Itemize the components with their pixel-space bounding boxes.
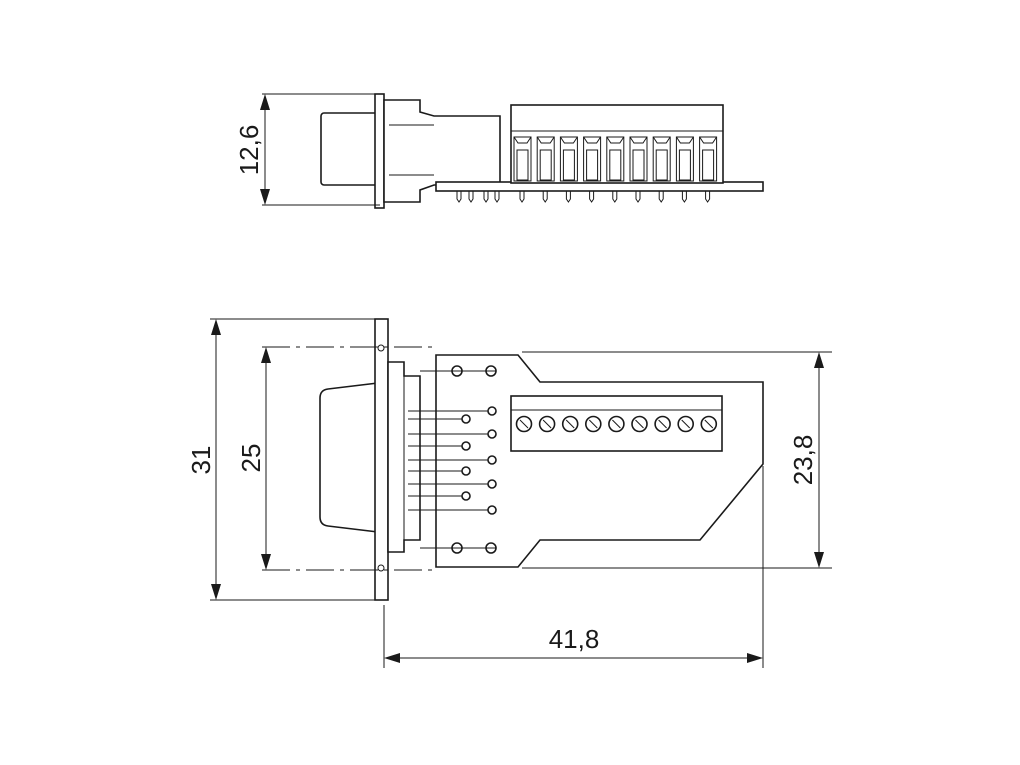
dim-label-31: 31	[186, 446, 216, 475]
terminal-slot-side	[559, 136, 578, 182]
pcb-pin	[705, 191, 711, 203]
pcb-pin	[635, 191, 641, 203]
terminal-screw	[515, 415, 533, 433]
terminal-screw	[700, 415, 718, 433]
terminal-slot-side	[652, 136, 671, 182]
dimension-31: 31	[186, 319, 221, 600]
wire-leads	[408, 370, 491, 549]
pcb-pin	[658, 191, 664, 203]
terminal-slot-side	[629, 136, 648, 182]
pcb-pin	[542, 191, 548, 203]
terminal-slot-side	[675, 136, 694, 182]
dimension-41-8: 41,8	[384, 624, 763, 663]
terminal-screw	[654, 415, 671, 433]
flange-side	[374, 93, 385, 209]
terminal-slot-side	[536, 136, 555, 182]
pcb-pin	[519, 191, 525, 203]
dimension-12-6: 12,6	[234, 93, 380, 206]
side-view: 12,6	[234, 93, 764, 209]
terminal-slots-side	[513, 136, 718, 182]
pcb-pin	[681, 191, 687, 203]
dim-label-25: 25	[236, 444, 266, 473]
terminal-screw	[561, 415, 579, 433]
flange-top	[374, 318, 389, 601]
pcb-pin	[589, 191, 595, 203]
terminal-screw	[538, 415, 556, 433]
terminal-slot-side	[583, 136, 602, 182]
pcb-outline-top	[435, 354, 764, 568]
terminal-slot-side	[606, 136, 625, 182]
pcb-pin	[468, 191, 474, 203]
dimension-25: 25	[236, 347, 271, 570]
dimension-23-8: 23,8	[788, 352, 824, 568]
pcb-pin	[483, 191, 489, 203]
terminal-block-side	[510, 104, 724, 184]
pcb-pin	[565, 191, 571, 203]
terminal-slot-side	[699, 136, 718, 182]
dsub-shell-side	[320, 112, 382, 186]
terminal-screw	[631, 415, 648, 433]
pcb-pin	[612, 191, 618, 203]
top-view: 31 25 23,8 41,8	[186, 318, 832, 668]
pcb-pin	[494, 191, 500, 203]
dim-label-23-8: 23,8	[788, 435, 818, 486]
terminal-screw	[584, 415, 602, 433]
terminal-slot-side	[513, 136, 532, 182]
pcb-pins-side	[456, 191, 711, 203]
terminal-screw	[677, 415, 695, 433]
dim-label-12-6: 12,6	[234, 125, 264, 176]
terminal-screw	[608, 415, 625, 433]
dim-label-41-8: 41,8	[549, 624, 600, 654]
dsub-shell-top	[319, 382, 379, 533]
terminal-screws	[515, 415, 718, 433]
pcb-pin	[456, 191, 462, 203]
